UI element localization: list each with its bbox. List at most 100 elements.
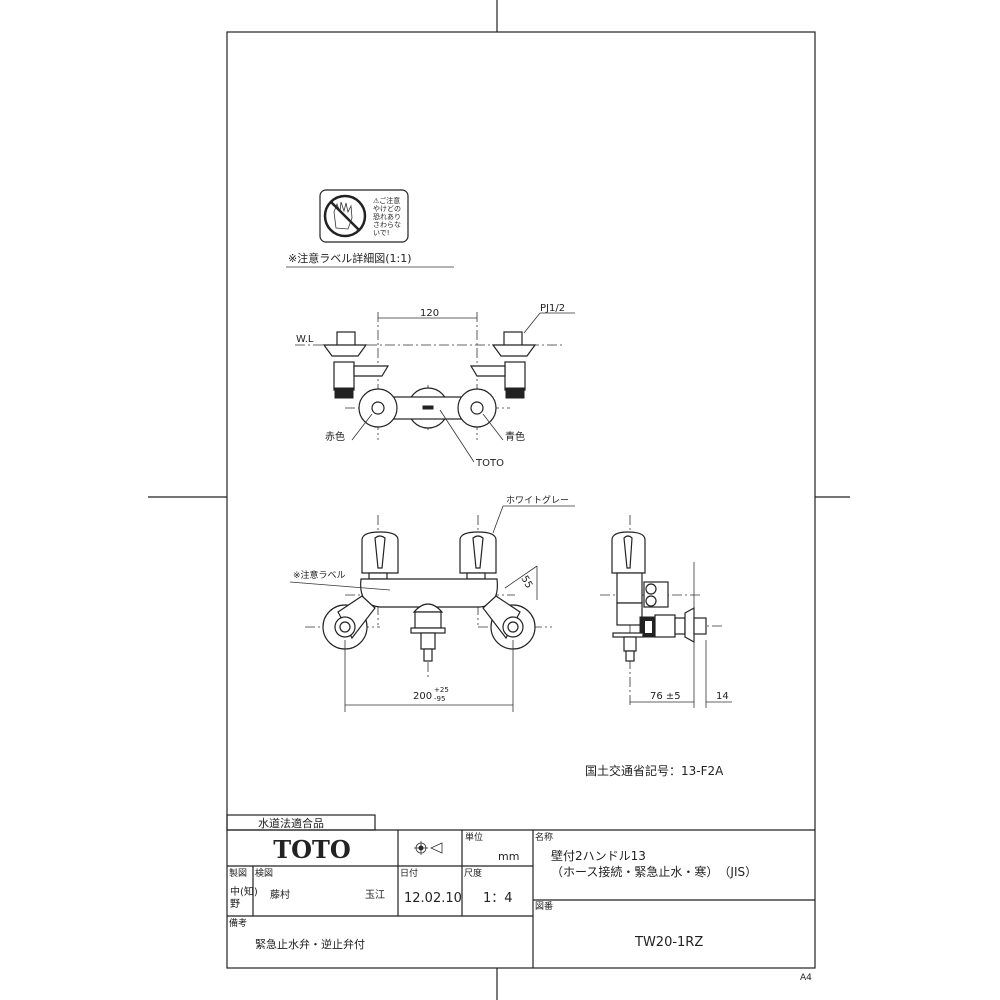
drawing-line <box>374 535 386 569</box>
drawing-line <box>334 387 354 399</box>
title-block: 水道法適合品 TOTO 単位 mm 製図 中(知) 野 検図 藤村 玉江 日付 … <box>226 814 815 968</box>
drawing-text: 単位 <box>465 831 483 843</box>
drawing-line <box>505 387 525 399</box>
drawing-line <box>654 614 676 638</box>
drawing-text: 図番 <box>535 900 553 912</box>
mlit-code: 国土交通省記号：13-F2A <box>585 763 724 778</box>
drawing-line <box>414 611 442 629</box>
drawing-text: 玉江 <box>365 889 385 901</box>
drawing-line <box>439 409 475 463</box>
drawing-line <box>353 365 390 377</box>
drawing-line <box>351 413 373 441</box>
drawing-line <box>684 606 695 644</box>
drawing-line <box>333 201 353 230</box>
drawing-number: TW20-1RZ <box>634 935 703 950</box>
blue-handle-label: 青色 <box>505 430 525 443</box>
caution-label-caption: ※注意ラベル詳細図(1:1) <box>288 251 412 265</box>
no-touch-icon <box>323 194 367 238</box>
drawing-line <box>616 572 643 604</box>
drawing-text: -95 <box>434 695 445 703</box>
drawing-line <box>504 565 538 589</box>
drawing-line <box>623 636 637 652</box>
pipe-thread-label: PJ1/2 <box>540 303 565 314</box>
drafter-name: 中(知) <box>230 885 258 898</box>
drawing-line <box>423 648 433 662</box>
drawing-text: 恐れあり <box>373 213 401 221</box>
dimension-200: 200 <box>413 691 432 702</box>
dimension-76: 76 ±5 <box>650 691 681 702</box>
product-description: （ホース接続・緊急止水・寒） （JIS） <box>551 864 757 879</box>
drawing-line <box>322 344 368 357</box>
drawing-text: 尺度 <box>464 867 482 879</box>
drawing-line <box>645 595 657 607</box>
dimension-55: 55 <box>518 574 534 591</box>
compliance-label: 水道法適合品 <box>258 816 324 830</box>
drawing-line <box>625 650 635 662</box>
drawing-line <box>472 535 484 569</box>
drawing-line <box>319 189 409 243</box>
drawing-line <box>466 572 486 580</box>
drawing-line <box>491 344 537 357</box>
drawing-text: やけどの <box>373 205 401 213</box>
top-view: W.L 120 PJ1/2 赤色 青色 TOTO <box>295 303 575 469</box>
drawing-line <box>674 617 686 635</box>
drawing-line <box>420 632 436 650</box>
drawing-line <box>616 602 643 626</box>
drawing-scale: 1：4 <box>483 891 513 906</box>
handle-color-label: ホワイトグレー <box>506 494 569 506</box>
front-view: 200 +25 -95 55 ホワイトグレー ※注意ラベル <box>289 494 575 712</box>
caution-label-detail: ⚠ご注意 やけどの 恐れあり さわらな いで! ※注意ラベル詳細図(1:1) <box>286 189 454 268</box>
sheet-frame <box>148 0 850 1000</box>
drawing-line <box>482 413 504 441</box>
drawing-text: 検図 <box>255 867 273 879</box>
drawing-line <box>507 621 519 633</box>
drawing-date: 12.02.10 <box>404 891 462 906</box>
side-view: 76 ±5 14 <box>600 515 732 708</box>
drawing-text: +25 <box>434 686 449 694</box>
drawing-line <box>422 405 434 410</box>
dimension-120: 120 <box>420 308 439 319</box>
drawing-line <box>368 572 388 580</box>
drawing-line <box>430 842 443 854</box>
drawing-line <box>492 505 504 534</box>
drawing-text: 名称 <box>535 831 553 843</box>
product-name: 壁付2ハンドル13 <box>551 848 646 863</box>
third-angle-projection-icon <box>414 841 443 855</box>
remarks: 緊急止水弁・逆止弁付 <box>255 937 365 951</box>
drawing-line <box>333 361 355 391</box>
drawing-line <box>623 535 633 569</box>
drawing-text: いで! <box>373 229 390 237</box>
drawing-line <box>289 581 391 591</box>
drawing-text: 製図 <box>229 867 247 879</box>
drawing-line <box>412 603 444 613</box>
drawing-line <box>523 312 541 334</box>
red-handle-label: 赤色 <box>325 430 345 443</box>
drawing-line <box>645 583 657 595</box>
water-level-label: W.L <box>296 334 314 345</box>
drawing-line <box>645 621 652 633</box>
drawing-line <box>693 617 707 635</box>
drawing-line <box>470 401 484 415</box>
dimension-14: 14 <box>716 691 729 702</box>
checker-name: 藤村 <box>270 888 290 901</box>
caution-title: ⚠ご注意 <box>373 196 400 205</box>
drawing-line <box>339 621 351 633</box>
drawing-line <box>336 331 356 347</box>
unit-value: mm <box>498 850 519 863</box>
drawing-line <box>504 361 526 391</box>
paper-size: A4 <box>800 973 812 983</box>
toto-logo-label: TOTO <box>475 458 504 469</box>
drawing-text: 備考 <box>229 917 247 929</box>
drawing-line <box>371 401 385 415</box>
toto-logo: TOTO <box>273 835 351 864</box>
drawing-line <box>410 627 446 634</box>
drawing-line <box>469 365 506 377</box>
drawing-text: 日付 <box>400 868 418 879</box>
drawing-text: さわらな <box>373 221 401 229</box>
drawing-text: 野 <box>230 898 240 910</box>
drawing-line <box>360 578 498 608</box>
drawing-line <box>226 31 816 969</box>
drawing-line <box>503 331 523 347</box>
caution-label-callout: ※注意ラベル <box>293 569 346 581</box>
